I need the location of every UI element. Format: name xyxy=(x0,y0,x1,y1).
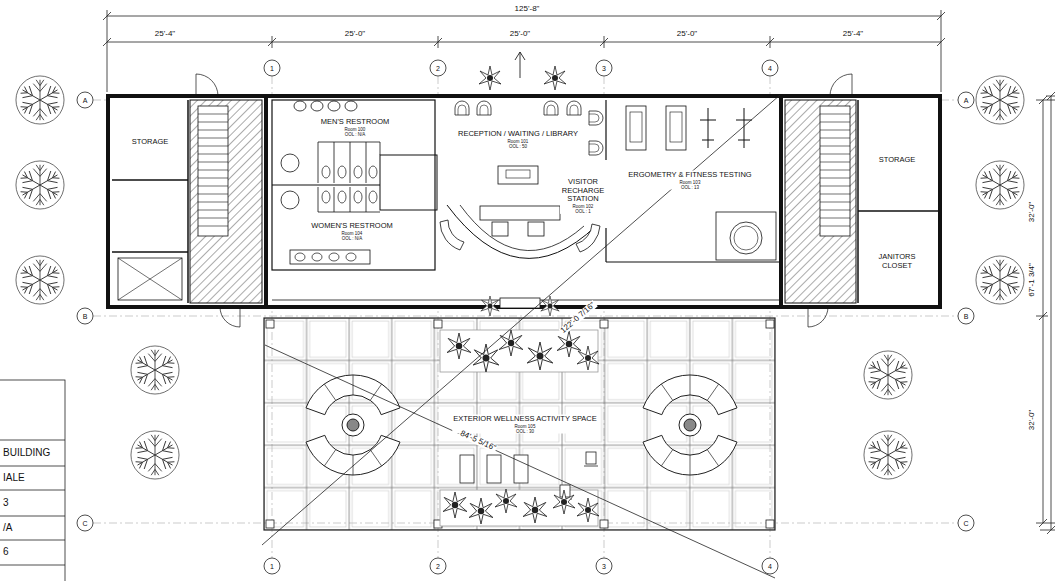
title-block-text: /A xyxy=(2,523,13,533)
grid-label: 1 xyxy=(269,65,275,72)
grid-label: 4 xyxy=(767,65,773,72)
room-label: VISITOR RECHARGE STATIONRoom 102OOL : 1 xyxy=(560,178,606,214)
room-label: WOMEN'S RESTROOMRoom 104OOL : N/A xyxy=(310,222,393,241)
room-info: Room 102 xyxy=(561,204,605,209)
room-name: STORAGE xyxy=(132,138,169,147)
grid-label: A xyxy=(963,97,970,104)
room-label: STORAGE xyxy=(878,156,917,165)
room-info: Room 103 xyxy=(628,179,751,184)
dimension-text: 67'-1 3/4" xyxy=(1028,262,1036,298)
room-label: STORAGE xyxy=(131,138,170,147)
room-label: ERGOMETRY & FITNESS TESTINGRoom 103OOL :… xyxy=(627,171,752,190)
room-info: OOL : N/A xyxy=(311,235,392,240)
room-box: JANITORS CLOSET xyxy=(858,213,938,303)
grid-label: C xyxy=(81,520,88,527)
room-info: OOL : 50 xyxy=(458,143,578,148)
title-block-text: 3 xyxy=(2,498,10,508)
dimension-text: 25'-0" xyxy=(676,30,698,38)
room-info: Room 105 xyxy=(453,423,597,428)
room-box: RECEPTION / WAITING / LIBRARYRoom 101OOL… xyxy=(437,100,606,262)
room-name: EXTERIOR WELLNESS ACTIVITY SPACE xyxy=(453,415,597,424)
room-box: MEN'S RESTROOMRoom 100OOL : N/A xyxy=(272,100,432,184)
grid-label: B xyxy=(963,313,970,320)
dimension-text: 25'-4" xyxy=(842,30,864,38)
dimension-text: 25'-4" xyxy=(154,30,176,38)
room-label: MEN'S RESTROOMRoom 100OOL : N/A xyxy=(320,118,391,137)
room-box: STORAGE xyxy=(112,100,188,180)
room-box: VISITOR RECHARGE STATIONRoom 102OOL : 1 xyxy=(558,172,608,220)
room-box: WOMEN'S RESTROOMRoom 104OOL : N/A xyxy=(272,186,432,266)
room-name: MEN'S RESTROOM xyxy=(321,118,390,127)
dimension-text: 125'-8" xyxy=(514,5,541,13)
dimension-text: 32'-0" xyxy=(1028,201,1036,223)
room-name: RECEPTION / WAITING / LIBRARY xyxy=(458,130,578,139)
room-info: Room 100 xyxy=(321,126,390,131)
grid-label: 2 xyxy=(435,65,441,72)
room-name: WOMEN'S RESTROOM xyxy=(311,222,392,231)
grid-label: 3 xyxy=(601,563,607,570)
grid-label: 4 xyxy=(767,563,773,570)
room-name: ERGOMETRY & FITNESS TESTING xyxy=(628,171,751,180)
room-name: VISITOR RECHARGE STATION xyxy=(561,178,605,204)
dimension-text: 25'-0" xyxy=(509,30,531,38)
room-label: JANITORS CLOSET xyxy=(871,253,923,270)
room-box: STORAGE xyxy=(858,100,938,210)
room-info: Room 104 xyxy=(311,230,392,235)
room-box: ERGOMETRY & FITNESS TESTINGRoom 103OOL :… xyxy=(606,100,779,262)
room-box: EXTERIOR WELLNESS ACTIVITY SPACERoom 105… xyxy=(264,318,775,530)
room-info: OOL : 1 xyxy=(561,209,605,214)
room-info: OOL : 30 xyxy=(453,428,597,433)
title-block-text: BUILDING xyxy=(2,448,51,458)
grid-label: 1 xyxy=(269,563,275,570)
grid-label: B xyxy=(82,313,89,320)
dimension-text: 25'-0" xyxy=(344,30,366,38)
room-info: OOL : 13 xyxy=(628,184,751,189)
grid-label: C xyxy=(962,520,969,527)
room-label: EXTERIOR WELLNESS ACTIVITY SPACERoom 105… xyxy=(452,415,598,434)
room-info: Room 101 xyxy=(458,138,578,143)
title-block-text: 6 xyxy=(2,547,10,557)
dimension-text: 32'-0" xyxy=(1028,409,1036,431)
grid-label: 2 xyxy=(435,563,441,570)
grid-label: 3 xyxy=(601,65,607,72)
room-label: RECEPTION / WAITING / LIBRARYRoom 101OOL… xyxy=(457,130,579,149)
room-name: JANITORS CLOSET xyxy=(872,253,922,270)
grid-label: A xyxy=(82,97,89,104)
room-info: OOL : N/A xyxy=(321,131,390,136)
room-name: STORAGE xyxy=(879,156,916,165)
title-block-text: IALE xyxy=(2,473,26,483)
